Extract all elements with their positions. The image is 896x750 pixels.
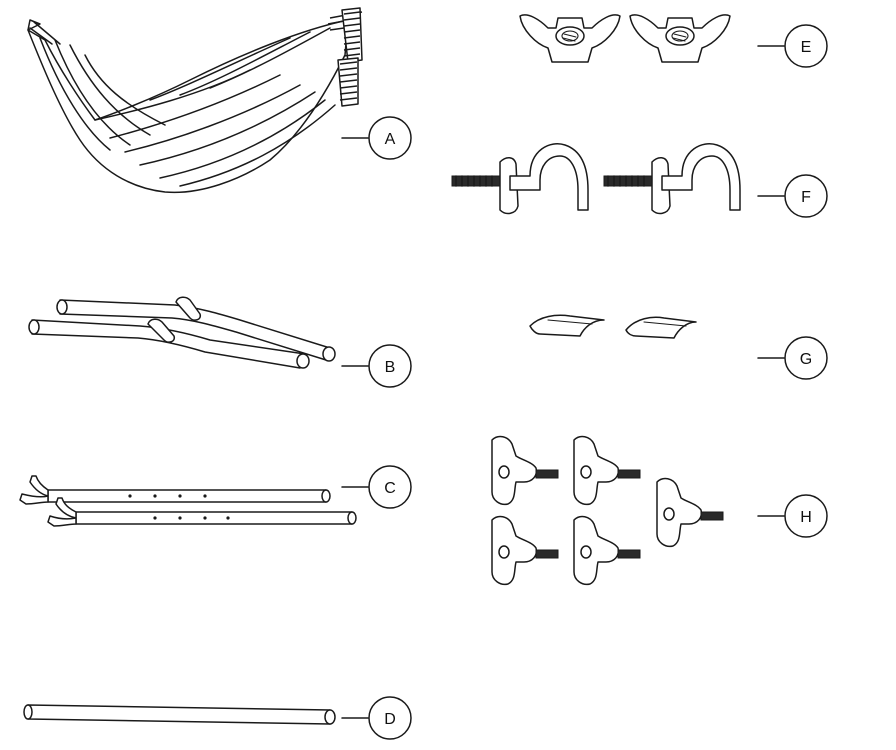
callout-label-e: E xyxy=(801,39,812,56)
callout-d: D xyxy=(341,696,412,740)
callout-label-a: A xyxy=(385,131,396,148)
callout-label-b: B xyxy=(385,359,396,376)
knob-bolts-drawing xyxy=(491,435,724,586)
callout-label-d: D xyxy=(384,711,396,728)
callout-f: F xyxy=(757,174,828,218)
callout-h: H xyxy=(757,494,828,538)
hook-bolts-drawing xyxy=(451,143,741,215)
callout-a: A xyxy=(341,116,412,160)
callout-label-f: F xyxy=(801,189,811,206)
hammock-drawing xyxy=(27,7,363,194)
callout-b: B xyxy=(341,344,412,388)
callout-c: C xyxy=(341,465,412,509)
straight-tube-drawing xyxy=(23,704,336,725)
callout-label-c: C xyxy=(384,480,396,497)
forked-support-poles-drawing xyxy=(19,475,357,527)
callout-e: E xyxy=(757,24,828,68)
curved-clips-drawing xyxy=(529,314,697,339)
wing-nuts-drawing xyxy=(519,14,731,63)
callout-g: G xyxy=(757,336,828,380)
callout-label-g: G xyxy=(800,351,812,368)
curved-base-tubes-drawing xyxy=(28,296,336,369)
callout-label-h: H xyxy=(800,509,812,526)
